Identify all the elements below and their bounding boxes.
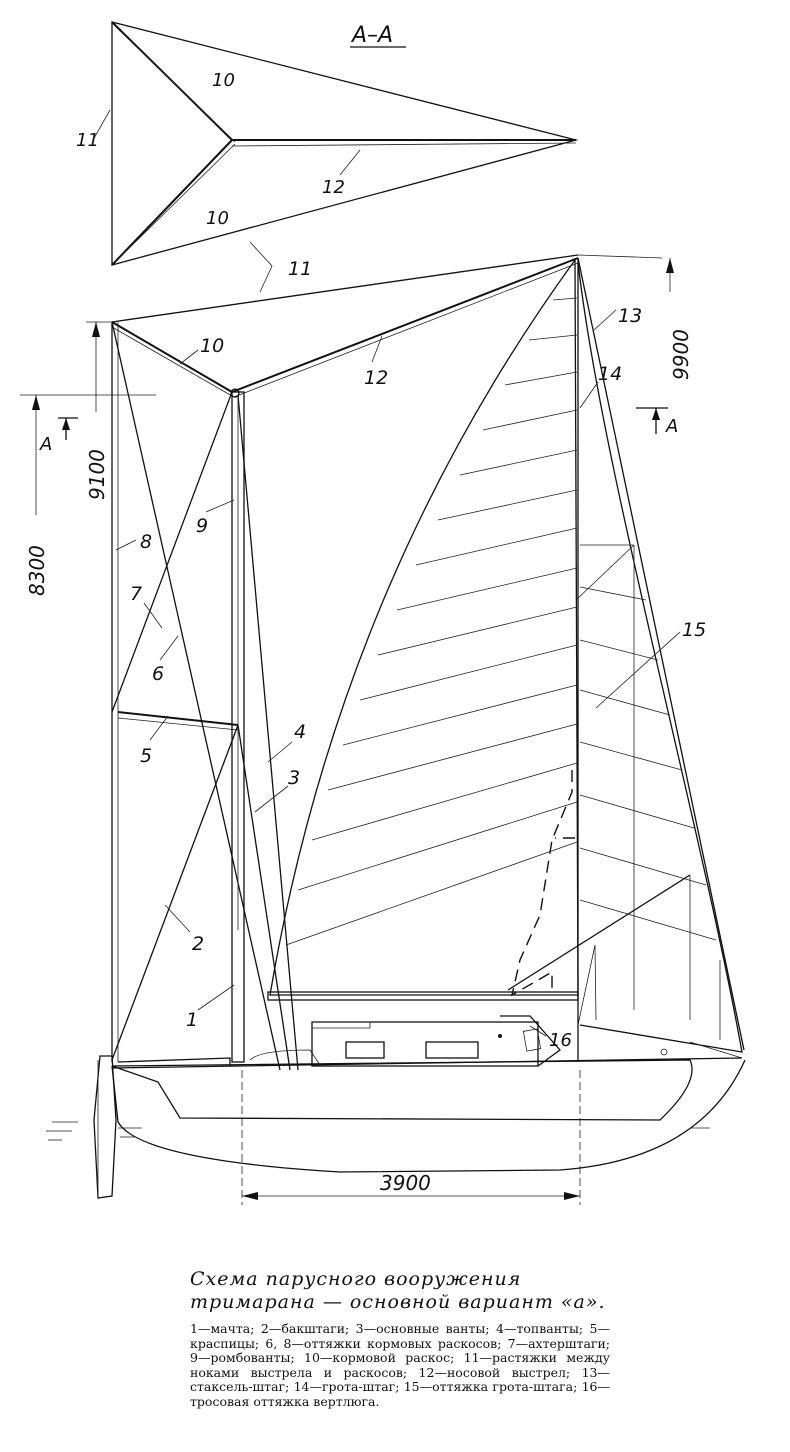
jib-vang-dashed xyxy=(510,770,573,997)
callouts: 1 2 3 4 5 6 7 8 9 10 11 12 13 14 15 16 xyxy=(115,241,706,1051)
section-label: A–A xyxy=(350,23,393,48)
label-16: 16 xyxy=(549,1030,572,1051)
backstay-7 xyxy=(111,391,233,713)
dim-8300: 8300 xyxy=(25,545,49,596)
sail-rig-drawing: A–A 10 10 11 12 xyxy=(20,21,746,1205)
section-stern-strut-lower xyxy=(111,139,233,266)
section-outline xyxy=(111,21,579,266)
dim-9900: 9900 xyxy=(669,329,693,380)
label-6: 6 xyxy=(152,663,164,685)
section-a-a-view: A–A 10 10 11 12 xyxy=(76,21,579,266)
stern-strut-side xyxy=(111,321,233,393)
waterline xyxy=(46,1121,710,1141)
label-10-top: 10 xyxy=(212,70,235,91)
nock-stay-11 xyxy=(111,254,579,323)
staysail-stay-13 xyxy=(577,257,745,1051)
section-marker-right: A xyxy=(665,416,678,437)
section-markers: A A xyxy=(39,407,678,455)
dimension-lines: 8300 9100 9900 3900 xyxy=(20,258,693,1205)
label-3: 3 xyxy=(288,767,300,789)
jib-sail xyxy=(269,258,579,996)
hull xyxy=(111,1041,746,1173)
boom xyxy=(267,991,579,1001)
side-view xyxy=(46,254,746,1199)
caption-title: Схема парусного вооружения тримарана — о… xyxy=(190,1268,606,1313)
label-10: 10 xyxy=(200,335,224,357)
aft-stay-6 xyxy=(111,321,281,1071)
main-shroud-3 xyxy=(237,724,291,1071)
dim-3900: 3900 xyxy=(380,1171,431,1195)
staysail xyxy=(507,261,743,1053)
mast-1 xyxy=(231,391,245,1063)
label-1: 1 xyxy=(186,1009,198,1031)
label-12-section: 12 xyxy=(322,177,345,198)
running-backstay-2 xyxy=(111,724,239,1061)
label-5: 5 xyxy=(140,745,152,767)
label-12: 12 xyxy=(364,367,388,389)
label-4: 4 xyxy=(294,721,306,743)
section-marker-left: A xyxy=(39,434,52,455)
label-2: 2 xyxy=(192,933,204,955)
label-8: 8 xyxy=(140,531,152,553)
label-15: 15 xyxy=(682,619,706,641)
label-10-bottom: 10 xyxy=(206,208,229,229)
figure-caption: Схема парусного вооружения тримарана — о… xyxy=(190,1268,610,1409)
spreader-5 xyxy=(117,711,239,726)
top-shroud-4 xyxy=(237,394,299,1071)
label-14: 14 xyxy=(598,363,622,385)
dim-9100: 9100 xyxy=(85,449,109,500)
label-11-section: 11 xyxy=(76,130,99,151)
forestay-pennant xyxy=(507,874,691,991)
label-7: 7 xyxy=(130,583,142,605)
cabin xyxy=(311,1015,561,1067)
label-13: 13 xyxy=(618,305,642,327)
caption-legend: 1—мачта; 2—бакштаги; 3—основные ванты; 4… xyxy=(190,1321,610,1409)
bowsprit-side xyxy=(231,257,579,393)
label-11: 11 xyxy=(288,258,312,280)
float xyxy=(93,1055,117,1199)
label-9: 9 xyxy=(196,515,208,537)
